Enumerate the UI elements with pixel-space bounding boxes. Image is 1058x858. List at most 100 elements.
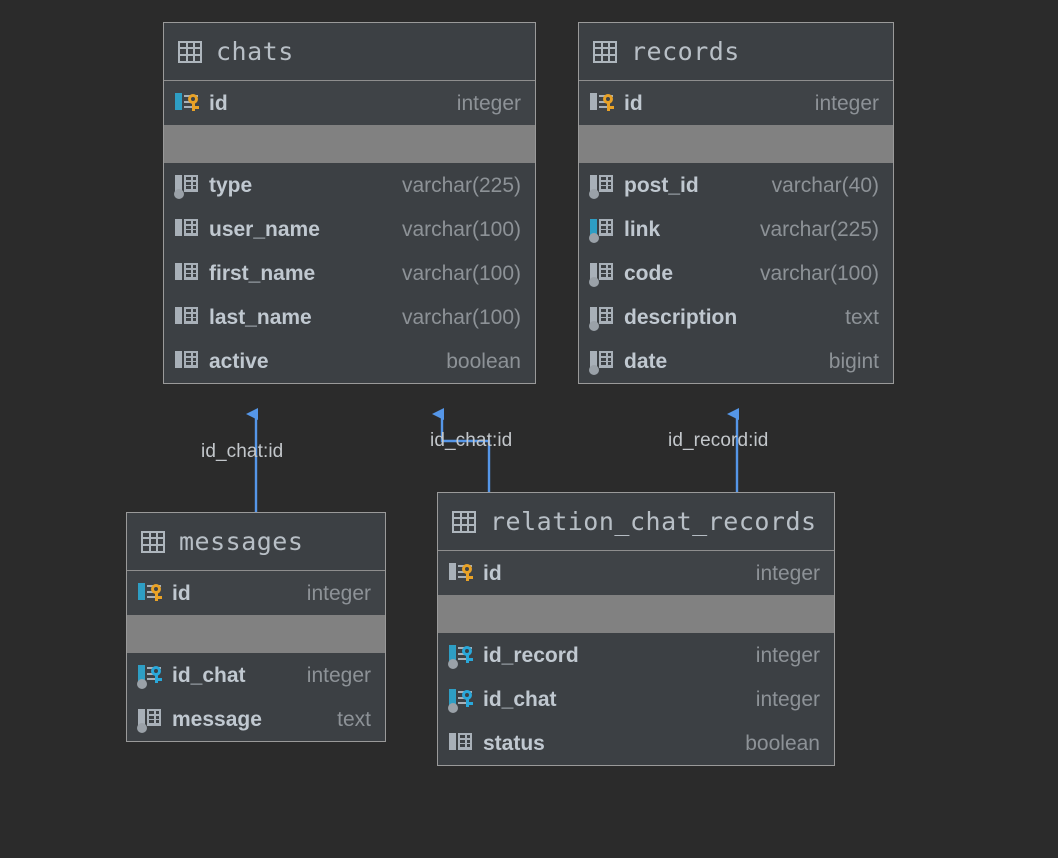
table-row[interactable]: id integer bbox=[438, 551, 834, 595]
column-name: status bbox=[483, 731, 545, 755]
pk-column-icon bbox=[137, 581, 163, 605]
column-name: id bbox=[209, 91, 228, 115]
column-icon bbox=[589, 217, 615, 243]
column-separator bbox=[164, 125, 535, 163]
column-type: varchar(40) bbox=[771, 173, 879, 197]
table-row[interactable]: description text bbox=[579, 295, 893, 339]
table-row[interactable]: id_chat integer bbox=[127, 653, 385, 697]
column-icon bbox=[589, 305, 615, 331]
column-icon bbox=[589, 261, 615, 287]
table-card-relation-chat-records[interactable]: relation_chat_records id integer id_reco… bbox=[437, 492, 835, 766]
column-type: integer bbox=[814, 91, 879, 115]
fk-column-icon bbox=[448, 643, 474, 669]
column-icon bbox=[137, 707, 163, 733]
column-name: code bbox=[624, 261, 674, 285]
table-header-chats[interactable]: chats bbox=[164, 23, 535, 81]
column-type: text bbox=[337, 707, 371, 731]
edge-relation-chats bbox=[432, 408, 491, 492]
column-name: id_chat bbox=[172, 663, 246, 687]
column-name: type bbox=[209, 173, 253, 197]
column-icon bbox=[448, 731, 474, 755]
pk-column-icon bbox=[448, 561, 474, 585]
table-row[interactable]: id_chat integer bbox=[438, 677, 834, 721]
table-row[interactable]: id integer bbox=[164, 81, 535, 125]
column-icon bbox=[174, 305, 200, 329]
column-type: bigint bbox=[828, 349, 879, 373]
table-name: records bbox=[631, 37, 740, 66]
table-row[interactable]: message text bbox=[127, 697, 385, 741]
table-icon bbox=[593, 40, 617, 63]
table-row[interactable]: type varchar(225) bbox=[164, 163, 535, 207]
column-icon bbox=[174, 173, 200, 199]
column-separator bbox=[579, 125, 893, 163]
column-name: id_chat bbox=[483, 687, 557, 711]
pk-column-icon bbox=[589, 91, 615, 115]
column-type: integer bbox=[755, 561, 820, 585]
edge-label-relation-records: id_record:id bbox=[668, 430, 769, 451]
pk-column-icon bbox=[174, 91, 200, 115]
table-name: relation_chat_records bbox=[490, 507, 817, 536]
table-row[interactable]: link varchar(225) bbox=[579, 207, 893, 251]
column-type: boolean bbox=[745, 731, 820, 755]
column-type: varchar(100) bbox=[401, 305, 521, 329]
table-row[interactable]: post_id varchar(40) bbox=[579, 163, 893, 207]
table-icon bbox=[178, 40, 202, 63]
column-name: message bbox=[172, 707, 262, 731]
table-card-records[interactable]: records id integer post_id varchar(40) l… bbox=[578, 22, 894, 384]
table-name: messages bbox=[179, 527, 304, 556]
column-separator bbox=[127, 615, 385, 653]
table-header-messages[interactable]: messages bbox=[127, 513, 385, 571]
table-row[interactable]: first_name varchar(100) bbox=[164, 251, 535, 295]
column-name: post_id bbox=[624, 173, 699, 197]
table-card-messages[interactable]: messages id integer id_chat integer bbox=[126, 512, 386, 742]
column-type: varchar(225) bbox=[401, 173, 521, 197]
column-name: description bbox=[624, 305, 738, 329]
column-icon bbox=[174, 349, 200, 373]
table-icon bbox=[141, 530, 165, 553]
column-icon bbox=[589, 173, 615, 199]
table-header-relation-chat-records[interactable]: relation_chat_records bbox=[438, 493, 834, 551]
edge-label-relation-chats: id_chat:id bbox=[430, 430, 513, 451]
column-icon bbox=[174, 261, 200, 285]
table-name: chats bbox=[216, 37, 294, 66]
fk-column-icon bbox=[137, 663, 163, 689]
table-row[interactable]: user_name varchar(100) bbox=[164, 207, 535, 251]
table-row[interactable]: id integer bbox=[579, 81, 893, 125]
table-row[interactable]: active boolean bbox=[164, 339, 535, 383]
column-name: id bbox=[624, 91, 643, 115]
column-name: id_record bbox=[483, 643, 579, 667]
column-icon bbox=[174, 217, 200, 241]
column-type: varchar(100) bbox=[401, 261, 521, 285]
column-type: varchar(100) bbox=[759, 261, 879, 285]
column-type: integer bbox=[755, 687, 820, 711]
column-separator bbox=[438, 595, 834, 633]
table-row[interactable]: id_record integer bbox=[438, 633, 834, 677]
table-row[interactable]: last_name varchar(100) bbox=[164, 295, 535, 339]
column-type: integer bbox=[306, 663, 371, 687]
column-name: user_name bbox=[209, 217, 320, 241]
column-name: last_name bbox=[209, 305, 312, 329]
edge-label-messages-chats: id_chat:id bbox=[201, 441, 284, 462]
table-icon bbox=[452, 510, 476, 533]
column-name: id bbox=[172, 581, 191, 605]
column-name: first_name bbox=[209, 261, 316, 285]
table-row[interactable]: id integer bbox=[127, 571, 385, 615]
table-header-records[interactable]: records bbox=[579, 23, 893, 81]
column-type: boolean bbox=[446, 349, 521, 373]
table-row[interactable]: status boolean bbox=[438, 721, 834, 765]
column-type: integer bbox=[456, 91, 521, 115]
column-name: id bbox=[483, 561, 502, 585]
table-card-chats[interactable]: chats id integer type varchar(225) u bbox=[163, 22, 536, 384]
column-type: integer bbox=[306, 581, 371, 605]
column-type: varchar(100) bbox=[401, 217, 521, 241]
column-type: varchar(225) bbox=[759, 217, 879, 241]
column-type: text bbox=[845, 305, 879, 329]
column-type: integer bbox=[755, 643, 820, 667]
column-name: link bbox=[624, 217, 661, 241]
column-name: date bbox=[624, 349, 668, 373]
column-icon bbox=[589, 349, 615, 375]
table-row[interactable]: code varchar(100) bbox=[579, 251, 893, 295]
fk-column-icon bbox=[448, 687, 474, 713]
table-row[interactable]: date bigint bbox=[579, 339, 893, 383]
